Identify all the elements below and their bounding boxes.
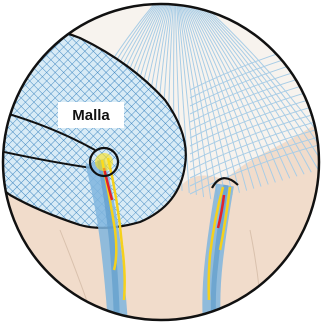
mesh-label: Malla <box>72 107 110 124</box>
